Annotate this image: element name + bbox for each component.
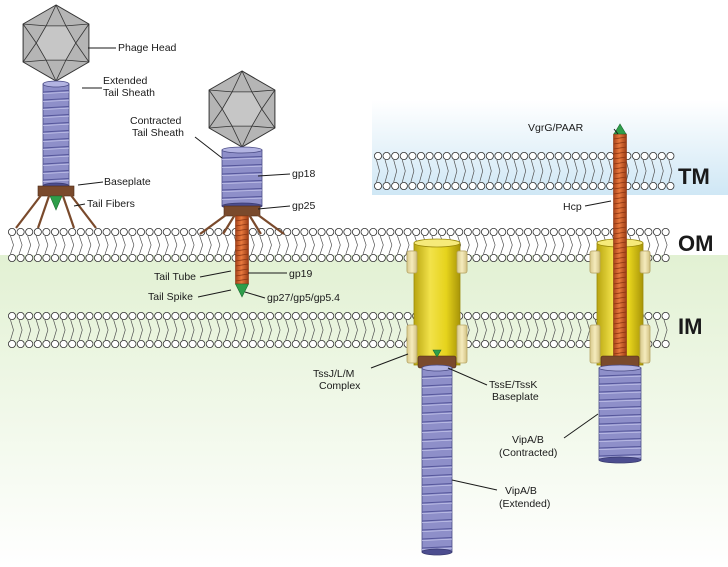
label-vipab-extended-line2: (Extended) <box>499 498 550 510</box>
phage-head-contracted <box>208 70 276 148</box>
label-phage-head: Phage Head <box>118 42 177 54</box>
label-gp25: gp25 <box>292 200 316 212</box>
label-tail-tube: Tail Tube <box>154 271 196 283</box>
label-gp27-gp5-gp5-4: gp27/gp5/gp5.4 <box>267 292 340 304</box>
membrane-tm <box>373 151 675 190</box>
label-vipab-contracted-line2: (Contracted) <box>499 447 557 459</box>
vipab-contracted-sheath <box>598 364 642 464</box>
vgrg-paar-spike <box>613 123 627 135</box>
vgrg-spike-extended <box>432 349 442 358</box>
phage-tail-fibers-contracted <box>199 213 285 235</box>
label-tail-fibers: Tail Fibers <box>87 198 135 210</box>
phage-extended-tail-sheath <box>42 80 70 190</box>
phage-baseplate-extended <box>37 185 75 197</box>
label-vgrg-paar: VgrG/PAAR <box>528 122 584 134</box>
label-baseplate: Baseplate <box>104 176 151 188</box>
phage-contracted-tail-sheath <box>221 146 263 210</box>
phage-tail-fibers-extended <box>15 193 97 229</box>
label-extended-tail-sheath-line2: Tail Sheath <box>103 87 155 99</box>
membrane-label-im: IM <box>678 314 702 339</box>
label-tail-spike: Tail Spike <box>148 291 193 303</box>
membrane-om <box>7 227 670 262</box>
label-vipab-extended-line1: VipA/B <box>505 485 537 497</box>
label-contracted-tail-sheath-line2: Tail Sheath <box>132 127 184 139</box>
phage-tail-spike <box>235 283 249 298</box>
label-vipab-contracted-line1: VipA/B <box>512 434 544 446</box>
phage-tail-tube <box>235 215 249 285</box>
phage-head-extended <box>22 4 90 82</box>
label-hcp: Hcp <box>563 201 582 213</box>
text-labels: Phage Head Extended Tail Sheath Baseplat… <box>87 42 713 510</box>
phage-baseplate-contracted <box>223 205 261 217</box>
tssjlm-complex-left <box>406 238 468 366</box>
label-tssjlm-line2: Complex <box>319 380 361 392</box>
label-tssjlm-line1: TssJ/L/M <box>313 368 354 380</box>
label-gp18: gp18 <box>292 168 316 180</box>
membrane-label-om: OM <box>678 231 713 256</box>
hcp-tube <box>613 133 627 369</box>
label-leaders <box>73 47 619 491</box>
membrane-label-tm: TM <box>678 164 710 189</box>
label-tssek-line2: Baseplate <box>492 391 539 403</box>
target-cell-background <box>372 100 728 195</box>
vipab-extended-sheath <box>421 364 453 556</box>
phage-spike-extended <box>49 195 63 211</box>
label-contracted-tail-sheath-line1: Contracted <box>130 115 182 127</box>
label-gp19: gp19 <box>289 268 313 280</box>
label-tssek-line1: TssE/TssK <box>489 379 537 391</box>
label-extended-tail-sheath-line1: Extended <box>103 75 148 87</box>
